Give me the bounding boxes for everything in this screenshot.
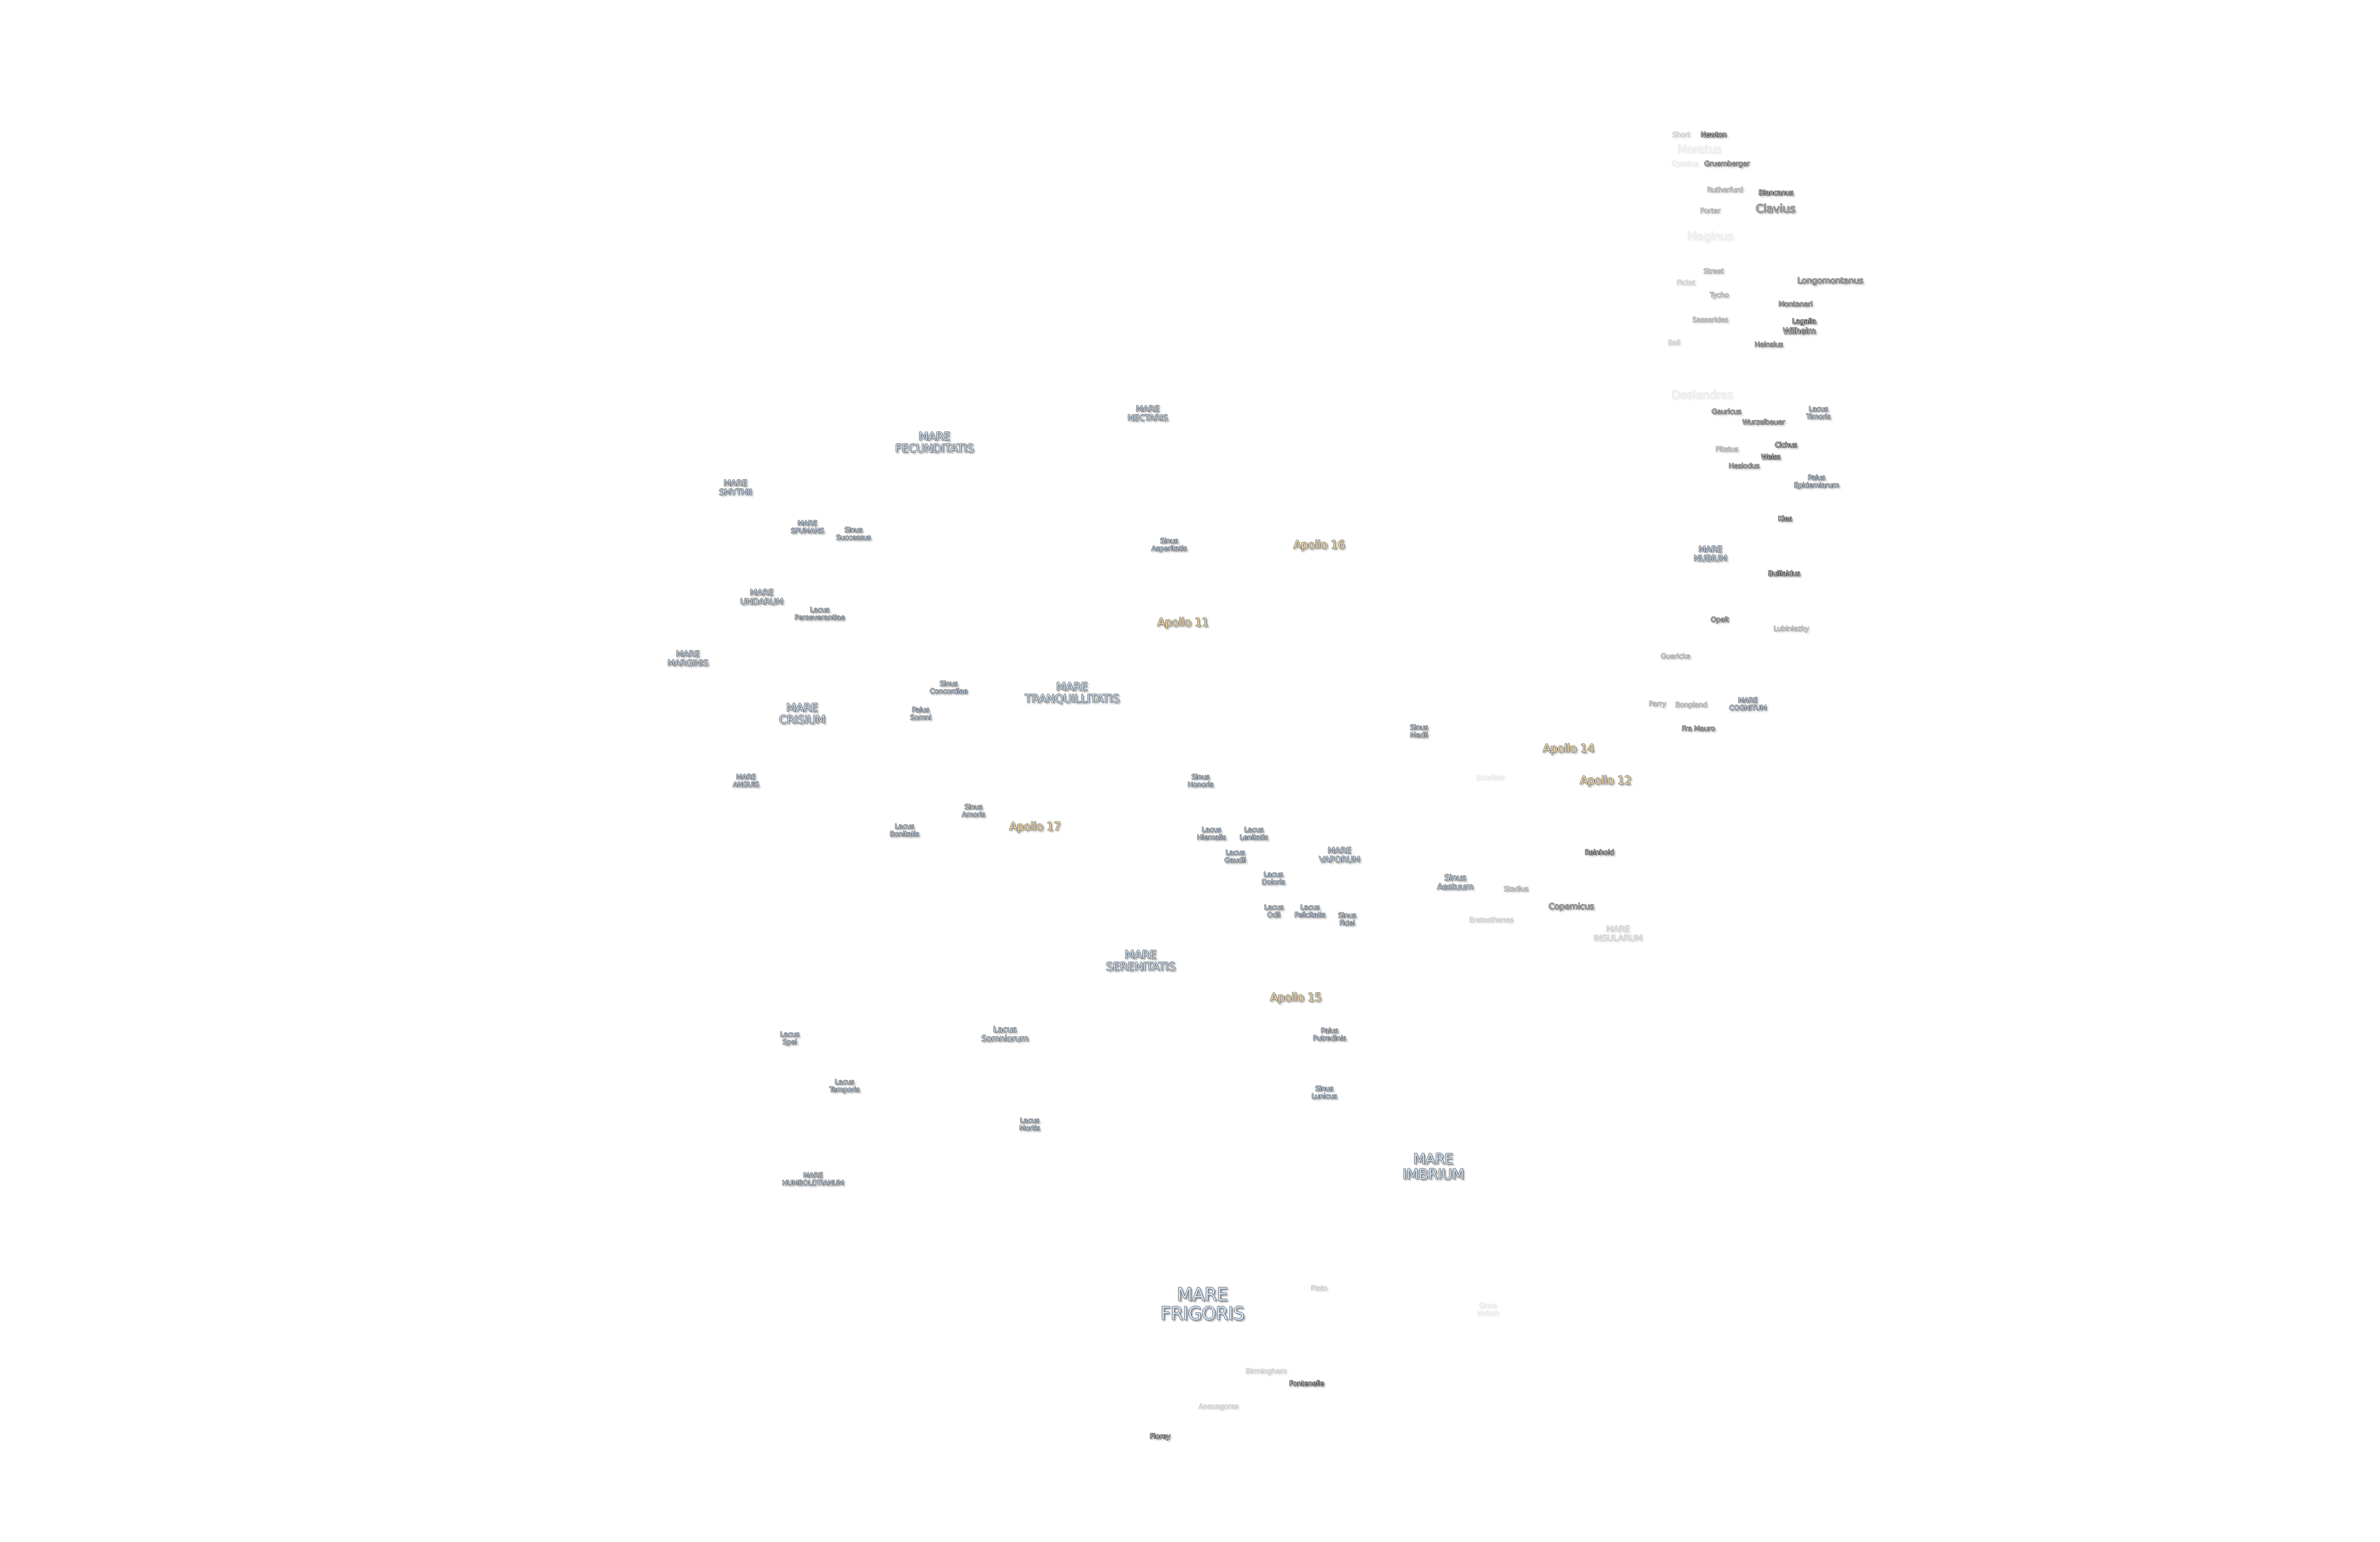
reinhold-label: Reinhold bbox=[1585, 848, 1614, 857]
mare-anguis-label: MARE ANGUIS bbox=[733, 772, 759, 789]
parry-label: Parry bbox=[1648, 700, 1666, 709]
apollo-16-label: Apollo 16 bbox=[1293, 538, 1345, 552]
sasserides-label: Sasserides bbox=[1692, 316, 1728, 325]
ball-label: Ball bbox=[1668, 338, 1680, 347]
weiss-label: Weiss bbox=[1761, 453, 1781, 462]
sinus-aestuum-label: Sinus Aestuum bbox=[1437, 873, 1474, 892]
lubiniezky-label: Lubiniezky bbox=[1773, 624, 1809, 633]
rutherfurd-label: Rutherfurd bbox=[1707, 186, 1743, 195]
wilhelm-label: Wilhelm bbox=[1783, 326, 1816, 336]
apollo-14-label: Apollo 14 bbox=[1542, 741, 1595, 755]
fra-mauro-label: Fra Mauro bbox=[1682, 724, 1715, 733]
bonpland-label: Bonpland bbox=[1675, 701, 1707, 710]
palus-somni-label: Palus Somni bbox=[910, 705, 932, 722]
mare-nubium-label: MARE NUBIUM bbox=[1693, 544, 1727, 563]
bullialdus-label: Bullialdus bbox=[1768, 569, 1800, 578]
deslandres-label: Deslandres bbox=[1671, 388, 1733, 402]
mare-insularum-label: MARE INSULARUM bbox=[1593, 924, 1643, 943]
blancanus-label: Blancanus bbox=[1758, 188, 1794, 198]
lacus-gaudii-label: Lacus Gaudii bbox=[1224, 848, 1246, 864]
hesiodus-label: Hesiodus bbox=[1728, 462, 1760, 471]
heinsius-label: Heinsius bbox=[1755, 340, 1783, 349]
tycho-label: Tycho bbox=[1709, 291, 1729, 300]
lacus-spei-label: Lacus Spei bbox=[780, 1030, 800, 1046]
mare-cognitum-label: MARE COGNITUM bbox=[1729, 696, 1767, 712]
sinus-lunicus-label: Sinus Lunicus bbox=[1311, 1084, 1337, 1100]
birmingham-label: Birmingham bbox=[1245, 1367, 1287, 1376]
mare-nectaris-label: MARE NECTARIS bbox=[1127, 404, 1168, 423]
street-label: Street bbox=[1703, 267, 1724, 276]
plato-label: Plato bbox=[1310, 1284, 1328, 1293]
sinus-fidei-label: Sinus Fidei bbox=[1338, 911, 1357, 927]
fontenelle-label: Fontenelle bbox=[1289, 1379, 1324, 1388]
longomontanus-label: Longomontanus bbox=[1797, 276, 1864, 286]
lacus-doloris-label: Lacus Doloris bbox=[1261, 870, 1285, 886]
palus-putredinis-label: Palus Putredinis bbox=[1313, 1026, 1346, 1042]
pictet-label: Pictet bbox=[1676, 278, 1696, 287]
lacus-timoris-label: Lacus Timoris bbox=[1806, 405, 1831, 421]
eratosthenes-label: Eratosthenes bbox=[1469, 916, 1514, 925]
mare-tranquillitatis-label: MARE TRANQUILLITATIS bbox=[1024, 680, 1120, 705]
lagalla-label: Lagalla bbox=[1792, 317, 1816, 326]
mare-humboldtianum-label: MARE HUMBOLDTIANUM bbox=[782, 1171, 844, 1187]
palus-epidemiarum-label: Palus Epidemiarum bbox=[1794, 473, 1839, 489]
anaxagoras-label: Anaxagoras bbox=[1199, 1402, 1239, 1411]
opelt-label: Opelt bbox=[1710, 615, 1729, 624]
gruemberger-label: Gruemberger bbox=[1704, 159, 1750, 168]
sinus-asperitatis-label: Sinus Asperitatis bbox=[1151, 536, 1187, 553]
florey-label: Florey bbox=[1150, 1432, 1170, 1441]
guericke-label: Guericke bbox=[1660, 652, 1691, 661]
lacus-perseverantiae-label: Lacus Perseverantiae bbox=[794, 605, 845, 622]
sinus-iridum-label: Sinus Iridum bbox=[1477, 1301, 1499, 1317]
maginus-label: Maginus bbox=[1687, 229, 1734, 243]
schroter-label: Schröter bbox=[1476, 773, 1505, 782]
mare-spumans-label: MARE SPUMANS bbox=[791, 519, 824, 535]
apollo-15-label: Apollo 15 bbox=[1269, 990, 1322, 1004]
lacus-somniorum-label: Lacus Somniorum bbox=[981, 1025, 1029, 1044]
porter-label: Porter bbox=[1700, 207, 1721, 216]
newton-label: Newton bbox=[1700, 130, 1727, 139]
sinus-successus-label: Sinus Successus bbox=[836, 525, 871, 542]
pitatus-label: Pitatus bbox=[1716, 445, 1738, 454]
lacus-odii-label: Lacus Odii bbox=[1264, 903, 1284, 919]
lacus-temporis-label: Lacus Temporis bbox=[829, 1077, 860, 1094]
wurzelbauer-label: Wurzelbauer bbox=[1742, 418, 1785, 427]
montanari-label: Montanari bbox=[1778, 300, 1813, 309]
mare-imbrium-label: MARE IMBRIUM bbox=[1402, 1151, 1464, 1183]
lacus-hiemalis-label: Lacus Hiemalis bbox=[1197, 825, 1226, 841]
mare-vaporum-label: MARE VAPORUM bbox=[1319, 846, 1360, 865]
copernicus-label: Copernicus bbox=[1548, 901, 1594, 912]
lacus-felicitatis-label: Lacus Felicitatis bbox=[1294, 903, 1326, 919]
sinus-amoris-label: Sinus Amoris bbox=[962, 802, 985, 819]
mare-smythii-label: MARE SMYTHII bbox=[719, 478, 752, 497]
mare-fecunditatis-label: MARE FECUNDITATIS bbox=[895, 429, 974, 455]
moretus-label: Moretus bbox=[1677, 142, 1722, 156]
cysatus-label: Cysatus bbox=[1671, 159, 1699, 168]
mare-frigoris-label: MARE FRIGORIS bbox=[1160, 1284, 1245, 1324]
lacus-mortis-label: Lacus Mortis bbox=[1019, 1116, 1040, 1132]
mare-marginis-label: MARE MARGINIS bbox=[667, 649, 708, 668]
apollo-11-label: Apollo 11 bbox=[1157, 615, 1209, 629]
cichus-label: Cichus bbox=[1775, 441, 1797, 450]
stadius-label: Stadius bbox=[1503, 885, 1529, 894]
sinus-medii-label: Sinus Medii bbox=[1409, 723, 1428, 739]
gauricus-label: Gauricus bbox=[1711, 407, 1742, 416]
sinus-honoris-label: Sinus Honoris bbox=[1188, 772, 1213, 789]
kies-label: Kies bbox=[1778, 514, 1792, 524]
lacus-lenitatis-label: Lacus Lenitatis bbox=[1240, 825, 1268, 841]
sinus-concordiae-label: Sinus Concordiae bbox=[930, 679, 968, 695]
clavius-label: Clavius bbox=[1755, 202, 1795, 216]
short-label: Short bbox=[1672, 130, 1690, 139]
apollo-12-label: Apollo 12 bbox=[1579, 773, 1632, 787]
mare-crisium-label: MARE CRISIUM bbox=[779, 701, 825, 726]
mare-undarum-label: MARE UNDARUM bbox=[740, 588, 783, 607]
lacus-bonitatis-label: Lacus Bonitatis bbox=[890, 822, 919, 838]
apollo-17-label: Apollo 17 bbox=[1009, 820, 1061, 833]
mare-serenitatis-label: MARE SERENITATIS bbox=[1105, 948, 1176, 973]
